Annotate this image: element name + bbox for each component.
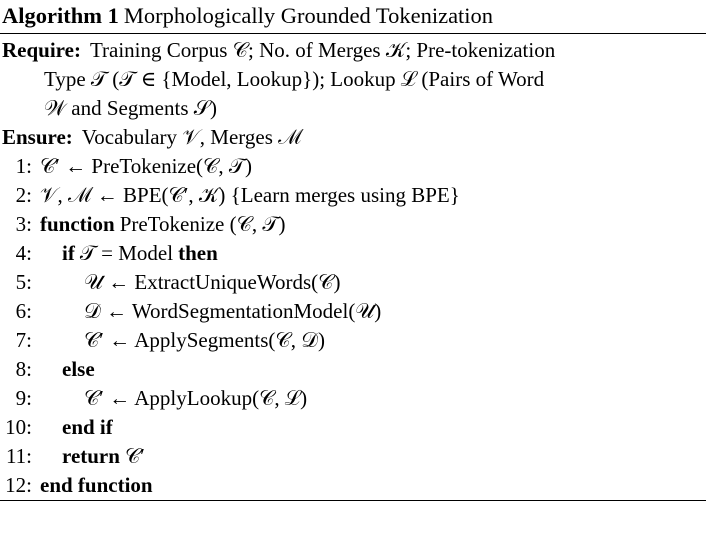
require-continuation-2: 𝒲 and Segments 𝒮) <box>0 94 706 123</box>
algorithm-label: Algorithm 1 <box>2 3 119 28</box>
step-number: 4: <box>15 241 32 265</box>
title-divider <box>0 33 706 34</box>
ensure-text: Vocabulary 𝒱, Merges ℳ <box>81 125 302 149</box>
step-number: 2: <box>15 183 32 207</box>
bottom-divider <box>0 500 706 501</box>
step-content: 𝒞′ ← ApplySegments(𝒞, 𝒟) <box>84 328 325 352</box>
require-text-3: 𝒲 and Segments 𝒮) <box>44 96 217 120</box>
algorithm-body: Require: Training Corpus 𝒞; No. of Merges… <box>0 34 706 500</box>
step-number: 7: <box>15 328 32 352</box>
step-keyword: if <box>62 241 75 265</box>
require-text-1: Training Corpus 𝒞; No. of Merges 𝒦; Pre-… <box>89 38 556 62</box>
step-content: 𝒞′ ← ApplyLookup(𝒞, ℒ) <box>84 386 308 410</box>
step-content: 𝒟 ← WordSegmentationModel(𝒰) <box>84 299 382 323</box>
step-number: 6: <box>15 299 32 323</box>
step-keyword: return <box>62 444 120 468</box>
ensure-line: Ensure: Vocabulary 𝒱, Merges ℳ <box>0 123 706 152</box>
algorithm-step: 2: 𝒱, ℳ ← BPE(𝒞′, 𝒦) {Learn merges using… <box>0 181 706 210</box>
algorithm-step: 6: 𝒟 ← WordSegmentationModel(𝒰) <box>0 297 706 326</box>
ensure-keyword: Ensure: <box>2 125 73 149</box>
step-number: 11: <box>5 444 32 468</box>
step-number: 10: <box>5 415 32 439</box>
step-content: end function <box>40 473 153 497</box>
step-number: 5: <box>15 270 32 294</box>
step-content: 𝒱, ℳ ← BPE(𝒞′, 𝒦) {Learn merges using BP… <box>40 183 460 207</box>
algorithm-step: 8: else <box>0 355 706 384</box>
require-text-2: Type 𝒯 (𝒯 ∈ {Model, Lookup}); Lookup ℒ (… <box>44 67 545 91</box>
step-content: 𝒞′ ← PreTokenize(𝒞, 𝒯) <box>40 154 252 178</box>
step-number: 9: <box>15 386 32 410</box>
algorithm-name: Morphologically Grounded Tokenization <box>123 3 494 28</box>
step-content: 𝒰 ← ExtractUniqueWords(𝒞) <box>84 270 341 294</box>
step-content: else <box>62 357 95 381</box>
step-number: 8: <box>15 357 32 381</box>
step-content: end if <box>62 415 113 439</box>
step-keyword: function <box>40 212 115 236</box>
step-keyword-end: then <box>178 241 218 265</box>
require-keyword: Require: <box>2 38 81 62</box>
algorithm-step: 10: end if <box>0 413 706 442</box>
step-text: 𝒯 = Model <box>79 241 174 265</box>
require-line: Require: Training Corpus 𝒞; No. of Merges… <box>0 36 706 65</box>
step-text: PreTokenize (𝒞, 𝒯) <box>119 212 286 236</box>
step-number: 3: <box>15 212 32 236</box>
algorithm-step: 1: 𝒞′ ← PreTokenize(𝒞, 𝒯) <box>0 152 706 181</box>
step-text: 𝒞′ <box>124 444 145 468</box>
algorithm-step: 12: end function <box>0 471 706 500</box>
algorithm-step: 9: 𝒞′ ← ApplyLookup(𝒞, ℒ) <box>0 384 706 413</box>
step-number: 1: <box>15 154 32 178</box>
step-number: 12: <box>5 473 32 497</box>
require-continuation-1: Type 𝒯 (𝒯 ∈ {Model, Lookup}); Lookup ℒ (… <box>0 65 706 94</box>
algorithm-step: 5: 𝒰 ← ExtractUniqueWords(𝒞) <box>0 268 706 297</box>
algorithm-step: 7: 𝒞′ ← ApplySegments(𝒞, 𝒟) <box>0 326 706 355</box>
